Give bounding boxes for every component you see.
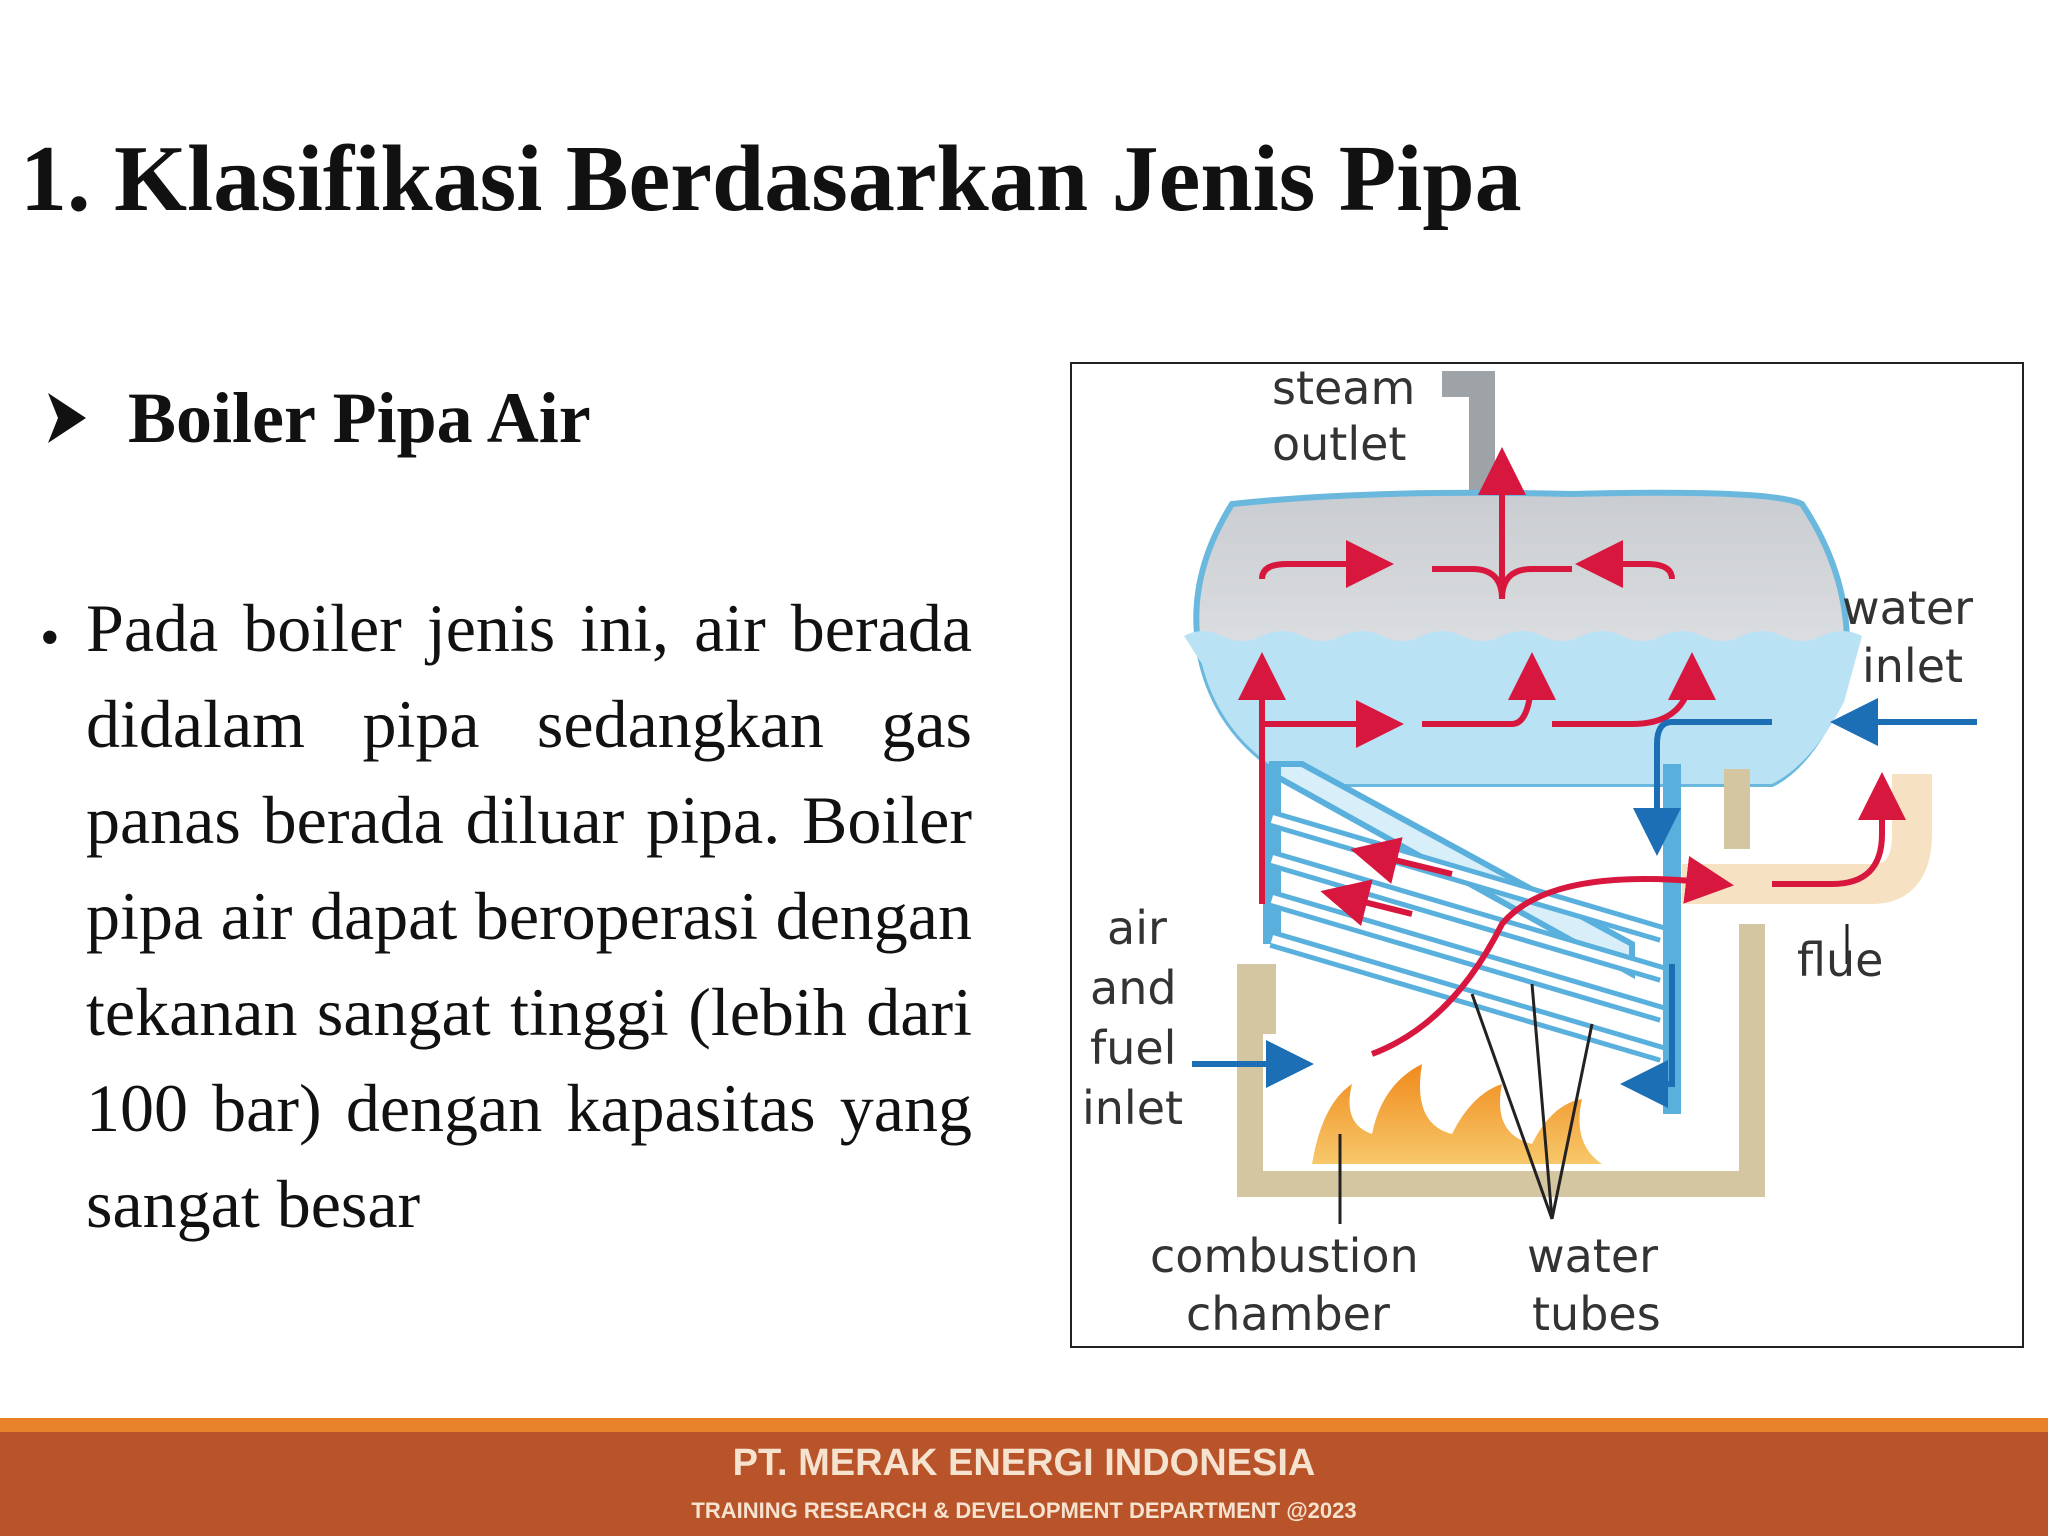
boiler-diagram: steam outlet water inlet flue air and fu… — [1070, 362, 2024, 1348]
footer: PT. MERAK ENERGI INDONESIA TRAINING RESE… — [0, 1432, 2048, 1536]
slide-title: 1. Klasifikasi Berdasarkan Jenis Pipa — [20, 127, 1522, 231]
label-air-fuel-4: inlet — [1082, 1081, 1183, 1135]
bullet-text: Pada boiler jenis ini, air berada didala… — [86, 590, 972, 1242]
label-air-fuel-2: and — [1090, 961, 1177, 1015]
footer-accent-line — [0, 1418, 2048, 1432]
steam-merge-arrow — [1432, 566, 1572, 600]
label-water-tubes-2: tubes — [1532, 1287, 1661, 1341]
footer-department: TRAINING RESEARCH & DEVELOPMENT DEPARTME… — [691, 1498, 1357, 1523]
downcomer-arrow-2 — [1620, 964, 1675, 1108]
bullet-dot: • — [40, 607, 60, 669]
water-tubes-leader-1 — [1470, 993, 1554, 1220]
label-combustion-2: chamber — [1186, 1287, 1390, 1341]
flue-arrow — [1772, 772, 1906, 887]
label-combustion-1: combustion — [1150, 1229, 1419, 1283]
label-steam-outlet-2: outlet — [1272, 417, 1406, 471]
flue-duct — [1682, 774, 1932, 904]
water-tubes-leader-2 — [1530, 983, 1554, 1220]
steam-flow-arrow-left — [1259, 540, 1394, 588]
label-air-fuel-1: air — [1107, 901, 1167, 955]
casing-block-left — [1250, 964, 1276, 1034]
label-water-tubes-1: water — [1527, 1229, 1658, 1283]
water-flow-arrow-2 — [1422, 652, 1556, 727]
label-water-inlet-2: inlet — [1862, 639, 1963, 693]
furnace-casing — [1237, 924, 1765, 1197]
steam-flow-arrow-right — [1575, 540, 1675, 588]
arrow-bullet-icon — [48, 393, 86, 443]
flame-icon — [1312, 1064, 1602, 1164]
hot-gas-arrow — [1370, 855, 1734, 1057]
tube-flow-arrow-2 — [1320, 879, 1413, 927]
water-tubes-leader-3 — [1550, 1023, 1594, 1220]
casing-block-right — [1724, 769, 1750, 849]
label-air-fuel-3: fuel — [1090, 1021, 1176, 1075]
label-water-inlet-1: water — [1842, 581, 1973, 635]
boiler-diagram-svg: steam outlet water inlet flue air and fu… — [1082, 364, 1977, 1341]
subheading: Boiler Pipa Air — [48, 382, 591, 454]
tube-flow-arrow-1 — [1350, 837, 1453, 884]
downcomer-arrow — [1633, 719, 1772, 856]
label-flue: flue — [1797, 933, 1883, 987]
subheading-text: Boiler Pipa Air — [128, 378, 591, 458]
footer-company: PT. MERAK ENERGI INDONESIA — [732, 1442, 1316, 1484]
label-steam-outlet-1: steam — [1272, 364, 1415, 415]
water-flow-arrow-3 — [1552, 652, 1716, 727]
